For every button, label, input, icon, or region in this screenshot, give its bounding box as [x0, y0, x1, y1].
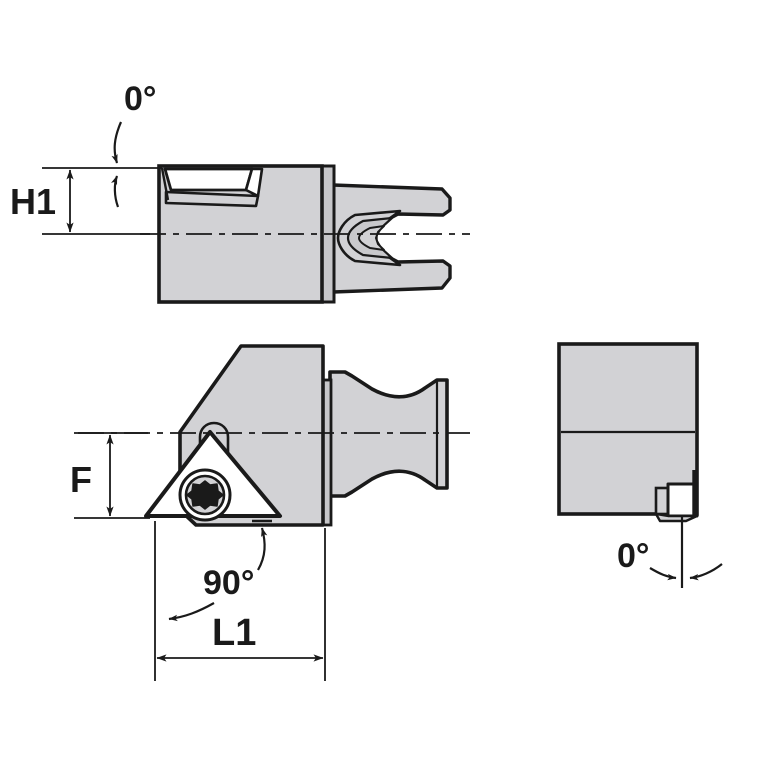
angle-end-leader-right	[689, 563, 723, 581]
insert-seat-band	[164, 190, 260, 208]
fork-lower-chamfer	[397, 259, 451, 267]
top-view	[140, 164, 470, 304]
l1-label: L1	[212, 612, 256, 654]
angle-end-label: 0°	[617, 537, 650, 575]
dimension-f: F	[70, 432, 150, 519]
annotation-angle-top: 0°	[111, 80, 157, 208]
coupling-bore	[358, 225, 385, 251]
annotation-angle-end: 0°	[617, 516, 723, 588]
pocket-left-edge	[160, 167, 170, 201]
coupling-fork	[331, 183, 452, 294]
waisted-shank	[328, 370, 449, 498]
dimension-h1: H1	[10, 167, 162, 235]
h1-label: H1	[10, 181, 56, 222]
angle-90-leader-down	[168, 602, 215, 622]
side-view	[78, 344, 470, 527]
angle-top-leader-down	[111, 175, 120, 208]
angle-end-leader-left	[649, 567, 677, 581]
angle-90-label: 90°	[203, 564, 254, 602]
insert-top-face	[163, 167, 254, 192]
dimension-l1: L1	[154, 521, 326, 681]
angle-top-leader-up	[111, 121, 123, 164]
end-view	[557, 342, 699, 523]
angle-top-label: 0°	[124, 80, 157, 118]
fork-upper-chamfer	[397, 209, 451, 217]
f-label: F	[70, 459, 92, 500]
angle-90-leader-up	[257, 527, 268, 571]
annotation-angle-90: 90°	[168, 519, 272, 622]
end-view-insert-underside	[654, 512, 699, 523]
torx-star-icon	[186, 480, 224, 510]
